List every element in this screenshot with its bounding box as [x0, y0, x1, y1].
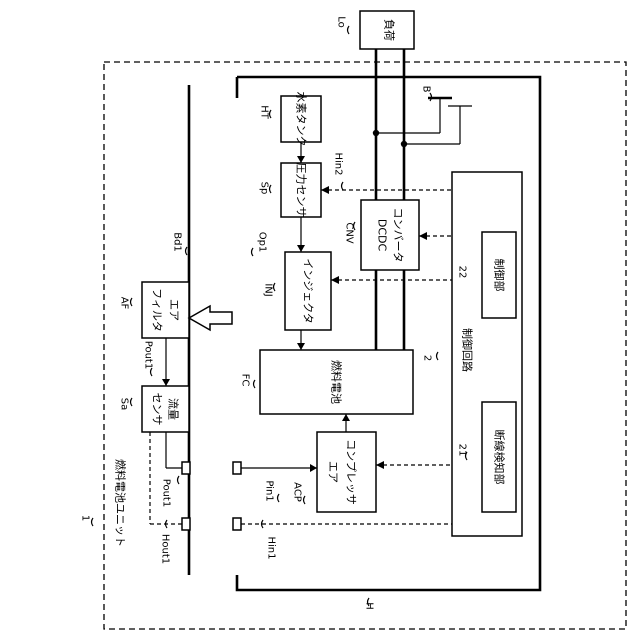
flow-sensor-label-line2: センサ	[151, 393, 164, 426]
leader-1	[92, 518, 94, 526]
connector-hin1	[233, 518, 241, 530]
fuel-cell-unit-boundary	[104, 62, 626, 629]
disconnection-detector-ref-label: 21	[457, 444, 468, 457]
flow-sensor-label-line1: 流量	[167, 398, 181, 420]
air-filter-label-line2: フィルタ	[151, 288, 164, 332]
dcdc-label-line1: DCDC	[376, 219, 389, 252]
pin1-label: Pin1	[264, 480, 275, 501]
fuel-cell-ref-label: FC	[240, 374, 251, 387]
injector-ref-label: INJ	[263, 283, 274, 296]
air-filter-label-line1: エア	[168, 299, 181, 321]
arrow-icon	[310, 464, 317, 472]
fuel-cell-label: 燃料電池	[330, 360, 344, 404]
connector-pin1	[233, 462, 241, 474]
arrow-icon	[321, 186, 329, 194]
unit-ref-label: 1	[80, 515, 91, 521]
dcdc-label-line2: コンバータ	[392, 208, 405, 263]
pout1-bottom-label: Pout1	[161, 479, 172, 507]
pressure-sensor-ref-label: Sp	[259, 182, 270, 195]
air-compressor-ref-label: ACP	[292, 482, 303, 502]
injector-label: インジェクタ	[302, 258, 315, 324]
flow-sensor-box	[142, 386, 189, 432]
arrow-icon	[162, 379, 170, 386]
converter-ref-label: CNV	[344, 222, 355, 243]
bd1-label: Bd1	[172, 232, 183, 252]
arrow-icon	[419, 232, 427, 240]
leader-bd1	[186, 247, 188, 255]
flow-sensor-ref-label: Sa	[119, 398, 130, 410]
hydrogen-tank-ref-label: HT	[259, 105, 270, 120]
pressure-sensor-label: 圧力センサ	[295, 163, 308, 218]
leader-hin2	[342, 182, 344, 190]
connector-hout1	[182, 518, 190, 530]
control-unit-label: 制御部	[493, 259, 507, 292]
arrow-icon	[376, 461, 384, 469]
air-intake-arrow-icon	[189, 306, 232, 330]
air-compressor-label-line2: コンプレッサ	[345, 439, 358, 505]
leader-af	[131, 298, 133, 306]
pout1-top-label: Pout1	[143, 341, 154, 369]
leader-acp	[304, 496, 306, 504]
battery-ref-label: B	[421, 86, 432, 93]
housing-ref-label: H	[364, 602, 375, 610]
hout1-label: Hout1	[160, 534, 171, 564]
air-compressor-label-line1: エア	[327, 461, 340, 483]
control-unit-ref-label: 22	[457, 266, 468, 279]
load-label: 負荷	[383, 19, 396, 41]
hydrogen-tank-label: 水素タンク	[295, 92, 308, 147]
connector-pout1	[182, 462, 190, 474]
arrow-icon	[331, 276, 339, 284]
leader-2	[437, 352, 439, 360]
air-filter-box	[142, 282, 189, 338]
leader-pout1-bottom	[178, 476, 180, 484]
fuel-cell-unit-label: 燃料電池ユニット	[114, 459, 128, 547]
leader-pin1	[278, 494, 280, 502]
hin1-label: Hin1	[266, 537, 277, 560]
arrow-icon	[297, 245, 305, 252]
control-circuit-ref-label: 2	[422, 355, 433, 361]
leader-sa	[131, 398, 133, 406]
load-ref-label: Lo	[336, 16, 347, 28]
leader-op1	[252, 248, 254, 256]
op1-label: Op1	[257, 232, 268, 253]
arrow-icon	[297, 343, 305, 350]
disconnection-detector-label: 断線検知部	[493, 430, 507, 485]
leader-lo	[348, 26, 350, 34]
leader-fc	[254, 380, 256, 388]
arrow-icon	[342, 414, 350, 421]
air-filter-ref-label: AF	[119, 297, 130, 310]
control-circuit-label: 制御回路	[461, 328, 475, 372]
dcdc-converter-box	[361, 200, 419, 270]
signal-hin2-label: Hin2	[333, 153, 344, 176]
